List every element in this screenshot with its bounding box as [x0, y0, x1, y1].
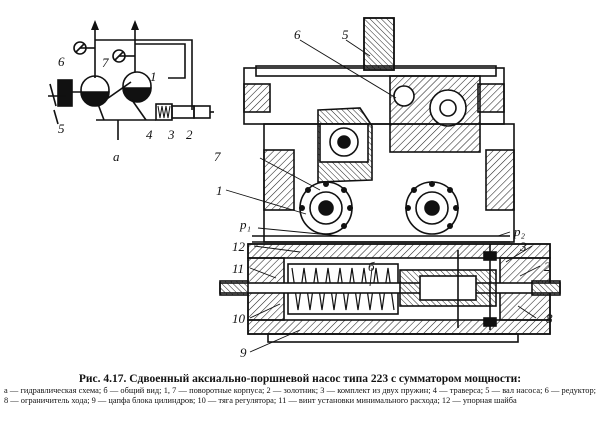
label-4-schematic: 4 [146, 127, 153, 142]
label-7-schematic: 7 [102, 55, 109, 70]
technical-drawing: 6 7 1 5 4 3 2 а 6 5 7 1 p₁ p₂ 12 3 11 2 … [48, 17, 561, 360]
label-2-schematic: 2 [186, 127, 193, 142]
caption-title: Сдвоенный аксиально-поршневой насос типа… [129, 373, 522, 385]
caption-label: Рис. 4.17. [78, 373, 127, 385]
label-8: 8 [546, 311, 553, 326]
label-3-schematic: 3 [168, 127, 175, 142]
label-5-section: 5 [342, 27, 349, 42]
label-5-schematic: 5 [58, 121, 65, 136]
label-p1: p₁ [240, 217, 252, 232]
label-p2: p₂ [514, 224, 526, 239]
figure-caption: Рис. 4.17. Сдвоенный аксиально-поршневой… [4, 373, 596, 406]
label-6-schematic: 6 [58, 54, 65, 69]
pump-drawing-svg [48, 17, 561, 353]
label-1-schematic: 1 [150, 69, 157, 84]
hydraulic-schematic [48, 20, 214, 140]
caption-title-line: Рис. 4.17. Сдвоенный аксиально-поршневой… [4, 373, 596, 385]
label-6-section: 6 [294, 27, 301, 42]
label-11: 11 [232, 261, 245, 276]
label-9: 9 [240, 345, 247, 360]
label-10: 10 [232, 311, 245, 326]
label-3-section: 3 [520, 239, 527, 254]
label-1-section: 1 [216, 183, 223, 198]
label-2-section: 2 [544, 259, 551, 274]
caption-legend: а — гидравлическая схема; б — общий вид;… [4, 386, 596, 406]
label-7-section: 7 [214, 149, 221, 164]
label-12: 12 [232, 239, 245, 254]
label-a: а [113, 149, 120, 164]
pump-section-view [219, 17, 561, 353]
label-b: б [368, 259, 375, 274]
